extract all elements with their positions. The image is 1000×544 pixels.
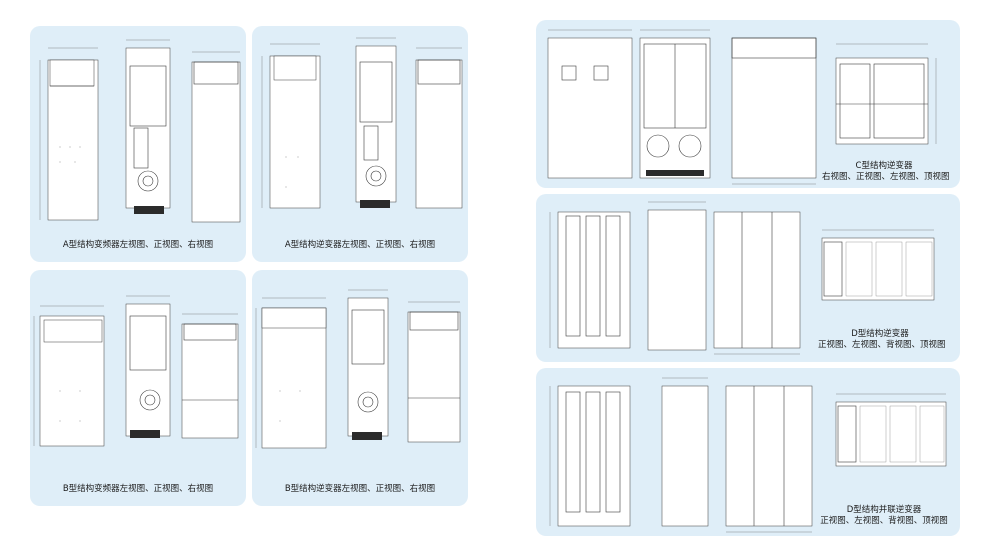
caption-a-rectifier: A型结构变频器左视图、正视图、右视图 — [62, 240, 214, 250]
drawing-c-inverter — [547, 29, 937, 185]
panel-b-rectifier: B型结构变频器左视图、正视图、右视图 — [30, 270, 246, 506]
drawing-a-rectifier — [39, 39, 241, 223]
panel-c-inverter: C型结构逆变器 右视图、正视图、左视图、顶视图 — [536, 20, 960, 188]
drawing-b-inverter — [255, 289, 461, 449]
drawing-a-inverter — [261, 37, 463, 209]
caption-b-inverter: B型结构逆变器左视图、正视图、右视图 — [284, 484, 436, 494]
drawing-d-parallel-inverter — [549, 377, 947, 533]
panel-d-inverter: D型结构逆变器 正视图、左视图、背视图、顶视图 — [536, 194, 960, 362]
panel-d-parallel-inverter: D型结构并联逆变器 正视图、左视图、背视图、顶视图 — [536, 368, 960, 536]
panel-b-inverter: B型结构逆变器左视图、正视图、右视图 — [252, 270, 468, 506]
caption-a-inverter: A型结构逆变器左视图、正视图、右视图 — [284, 240, 436, 250]
caption-d-inverter-line1: D型结构逆变器 — [851, 329, 909, 339]
caption-b-rectifier: B型结构变频器左视图、正视图、右视图 — [62, 484, 214, 494]
drawing-b-rectifier — [33, 295, 239, 447]
caption-c-inverter-line2: 右视图、正视图、左视图、顶视图 — [822, 172, 950, 182]
panel-a-rectifier: A型结构变频器左视图、正视图、右视图 — [30, 26, 246, 262]
caption-c-inverter-line1: C型结构逆变器 — [855, 161, 913, 171]
drawing-d-inverter — [549, 201, 935, 355]
caption-d-parallel-line2: 正视图、左视图、背视图、顶视图 — [820, 516, 948, 526]
caption-d-parallel-line1: D型结构并联逆变器 — [846, 505, 922, 515]
caption-d-inverter-line2: 正视图、左视图、背视图、顶视图 — [818, 340, 946, 350]
panel-a-inverter: A型结构逆变器左视图、正视图、右视图 — [252, 26, 468, 262]
